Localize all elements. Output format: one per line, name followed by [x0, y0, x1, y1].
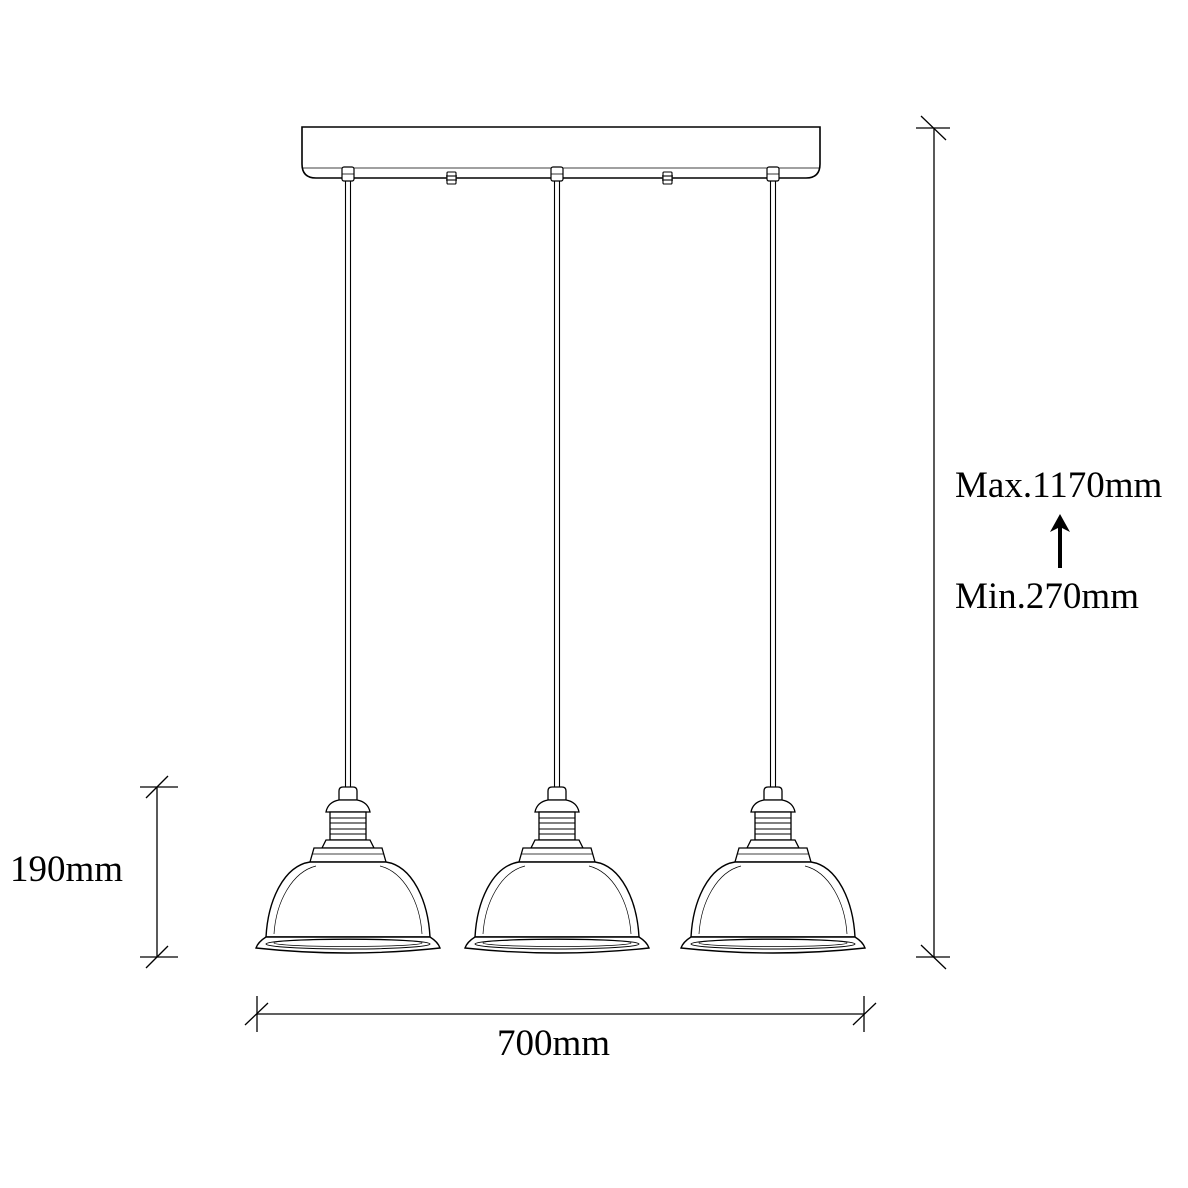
height-dimension-line: [140, 775, 178, 969]
shade-height-label: 190mm: [10, 849, 124, 890]
pendant-light-center: [464, 166, 650, 954]
width-dimension-line: [244, 996, 877, 1032]
mounting-screw: [446, 171, 457, 185]
total-width-label: 700mm: [497, 1023, 611, 1064]
pendant-light-right: [680, 166, 866, 954]
pendant-light-left: [255, 166, 441, 954]
arrow-up-icon: [1050, 514, 1070, 568]
min-drop-label: Min.270mm: [955, 576, 1139, 617]
drop-dimension-line: [916, 115, 950, 970]
max-drop-label: Max.1170mm: [955, 465, 1163, 506]
mounting-screw: [662, 171, 673, 185]
